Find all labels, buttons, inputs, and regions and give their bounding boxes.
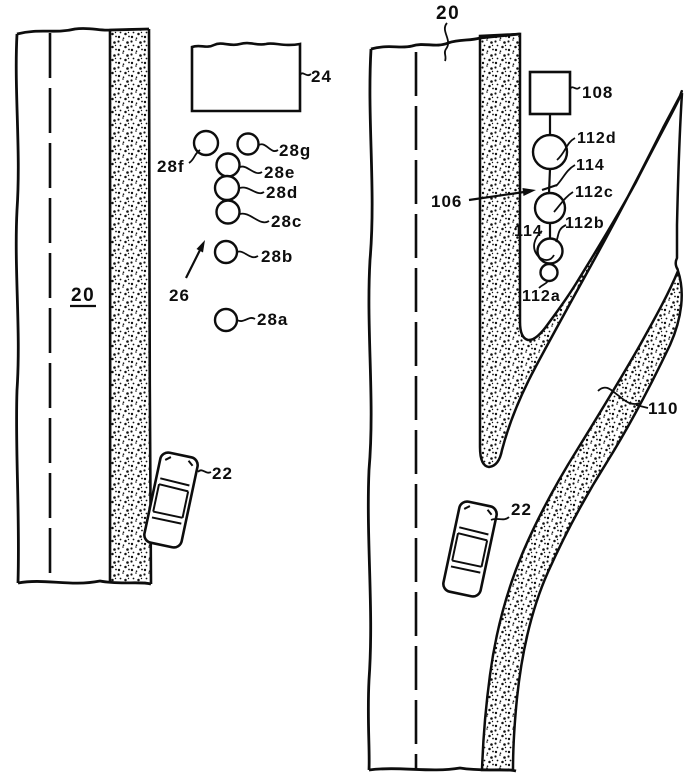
label-114-lower: 114	[514, 223, 543, 240]
pointer-106-line	[468, 190, 525, 202]
label-28e: 28e	[264, 163, 295, 182]
leader-28c	[239, 212, 270, 224]
left-road-left-edge	[14, 33, 20, 584]
label-28a: 28a	[257, 310, 288, 329]
droplet-28c-circle	[215, 199, 241, 225]
label-28c: 28c	[271, 212, 302, 231]
label-28b: 28b	[261, 247, 293, 266]
control-box-108	[528, 70, 572, 116]
leader-28a	[236, 317, 256, 322]
label-26: 26	[169, 286, 190, 305]
leader-28d	[239, 186, 265, 195]
label-28d: 28d	[266, 183, 298, 202]
droplet-28a-circle	[213, 307, 239, 333]
marker-112d-circle	[531, 133, 569, 171]
droplet-28f-circle	[192, 129, 220, 157]
left-lane-edge-line	[108, 29, 112, 584]
leader-112c	[553, 191, 574, 213]
label-114-upper: 114	[576, 157, 605, 174]
marker-112a-circle	[539, 262, 559, 283]
pointer-106-head	[522, 188, 536, 196]
label-108: 108	[582, 83, 613, 102]
droplet-28b-circle	[213, 239, 239, 265]
droplet-28g-circle	[236, 132, 260, 156]
label-22-left: 22	[212, 464, 233, 483]
label-28g: 28g	[279, 141, 311, 160]
left-road-bottom-edge	[17, 579, 152, 586]
right-diagram: 20 108 112d 114 112c 112b 114 112a 106	[366, 3, 684, 773]
label-106: 106	[431, 192, 462, 211]
marker-column-line	[547, 114, 552, 239]
label-road-20-left: 20	[71, 285, 95, 306]
leader-114-upper	[555, 164, 576, 187]
leader-20-right	[443, 22, 450, 62]
left-road-top-edge	[16, 27, 150, 36]
right-road-left-edge	[366, 48, 374, 771]
leader-28f	[188, 149, 201, 164]
leader-28b	[236, 250, 259, 259]
right-road-top-edge	[370, 32, 521, 51]
leader-28e	[239, 165, 263, 174]
link-tick-114	[541, 183, 558, 192]
right-road-bottom-edge	[368, 766, 517, 773]
spray-arrow-26	[185, 247, 202, 279]
leader-22-right	[490, 516, 510, 521]
label-24: 24	[311, 67, 332, 86]
label-110: 110	[648, 399, 678, 418]
break-mark-110	[597, 386, 641, 405]
marker-112c-circle	[533, 191, 567, 225]
leader-28g	[258, 143, 279, 152]
label-road-20-right: 20	[436, 3, 460, 24]
sign-24	[190, 41, 302, 113]
label-112c: 112c	[575, 184, 614, 201]
spray-arrow-26-head	[196, 240, 205, 253]
leader-114-lower	[533, 230, 555, 261]
car-22-right	[440, 498, 500, 600]
label-22-right: 22	[511, 500, 532, 519]
leader-110	[635, 404, 649, 409]
leader-108	[569, 86, 581, 90]
leader-112b	[555, 224, 567, 243]
label-112a: 112a	[522, 288, 561, 305]
droplet-28d-circle	[213, 174, 241, 202]
leader-112d	[556, 137, 576, 161]
left-shoulder-band	[110, 29, 151, 584]
left-diagram: 24 28f 28g 28e 28d 28c 28b 28a 26 20 22	[14, 27, 332, 586]
label-112d: 112d	[577, 130, 617, 147]
leader-22-left	[197, 469, 212, 474]
droplet-28e-circle	[215, 152, 241, 178]
label-28f: 28f	[157, 157, 185, 176]
leader-24	[299, 72, 312, 77]
label-112b: 112b	[565, 215, 605, 232]
exit-ramp-edge-line	[674, 92, 684, 271]
leader-112a	[538, 280, 549, 289]
